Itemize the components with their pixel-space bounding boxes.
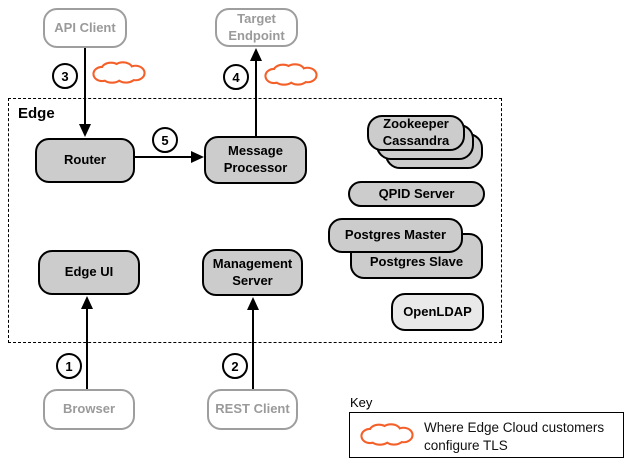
message-processor-label-line1: Message [228,143,283,159]
node-target-endpoint: Target Endpoint [215,8,298,47]
api-client-label: API Client [54,19,116,35]
target-endpoint-label-line2: Endpoint [228,27,285,43]
management-server-label-line2: Server [232,272,273,288]
node-browser: Browser [43,389,135,430]
postgres-slave-label: Postgres Slave [369,254,464,270]
node-router: Router [35,138,135,183]
arrowhead-rest-client-to-management-server [247,297,259,310]
step-badge-4: 4 [223,64,249,90]
target-endpoint-label-line1: Target [237,10,276,26]
edge-group-label: Edge [18,105,55,122]
key-title: Key [350,395,373,410]
key-legend-line1: Where Edge Cloud customers [424,420,605,435]
key-legend-text: Where Edge Cloud customers configure TLS [424,419,604,455]
node-postgres-master: Postgres Master [328,218,463,253]
browser-label: Browser [62,401,116,417]
tls-cloud-icon [360,423,414,451]
node-rest-client: REST Client [207,389,298,430]
router-label: Router [64,152,106,168]
arrowhead-router-to-message-processor [191,151,204,163]
tls-cloud-icon [92,61,146,89]
arrow-message-processor-to-target [255,59,257,137]
openldap-label: OpenLDAP [403,303,472,319]
step-badge-2: 2 [222,353,248,379]
management-server-label-line1: Management [212,255,293,271]
arrow-rest-client-to-management-server [252,308,254,389]
arrowhead-message-processor-to-target [250,48,262,61]
arrow-browser-to-edge-ui [86,307,88,389]
step-badge-1: 1 [56,353,82,379]
node-openldap: OpenLDAP [391,293,484,331]
message-processor-label-line2: Processor [223,160,288,175]
node-management-server: Management Server [202,249,303,296]
step-badge-5: 5 [152,127,178,153]
arrowhead-api-client-to-router [79,124,91,137]
edge-ui-label: Edge UI [64,264,114,280]
node-message-processor: Message Processor [204,136,307,184]
qpid-server-label: QPID Server [378,185,455,201]
node-api-client: API Client [43,8,127,48]
rest-client-label: REST Client [215,401,290,417]
arrow-router-to-message-processor [135,156,193,158]
tls-cloud-icon [264,63,318,91]
key-legend-line2: configure TLS [424,438,508,454]
arrow-api-client-to-router [84,48,86,126]
zookeeper-label: Zookeeper [383,116,449,132]
key-legend-box: Where Edge Cloud customers configure TLS [349,412,624,458]
step-badge-3: 3 [52,63,78,89]
node-qpid-server: QPID Server [348,181,485,207]
cassandra-label: Cassandra [382,133,450,148]
node-zookeeper-cassandra: Zookeeper Cassandra [367,115,465,151]
arrowhead-browser-to-edge-ui [81,296,93,309]
node-edge-ui: Edge UI [38,250,140,295]
postgres-master-label: Postgres Master [344,227,447,243]
